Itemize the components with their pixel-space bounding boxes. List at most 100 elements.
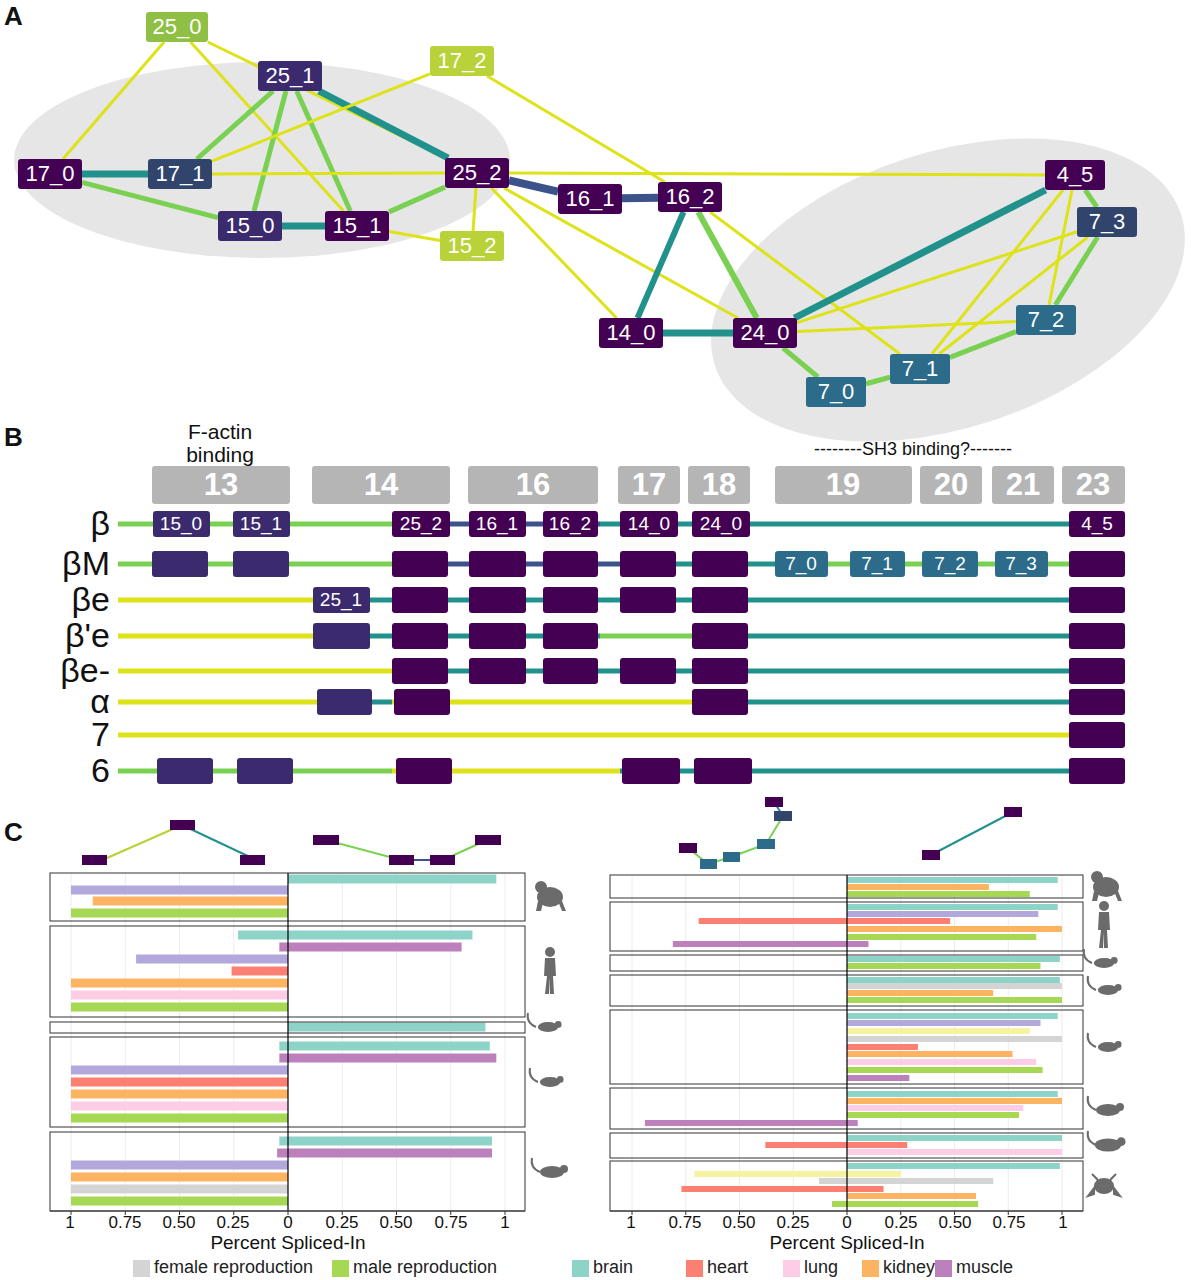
exon-box: 14_0 bbox=[620, 511, 678, 537]
exon-box: 25_2 bbox=[392, 511, 450, 537]
exon-box bbox=[1069, 551, 1125, 577]
node-label: 25_1 bbox=[320, 589, 362, 611]
node-label: 25_0 bbox=[153, 14, 202, 40]
exon-box bbox=[620, 658, 676, 684]
correlation-edge bbox=[509, 173, 1045, 175]
psi-bar bbox=[847, 1098, 1062, 1104]
correlation-edge bbox=[254, 91, 286, 211]
psi-bar bbox=[847, 1067, 1043, 1073]
axis-label: 1 bbox=[1058, 1214, 1067, 1233]
exon-box bbox=[620, 551, 676, 577]
legend-swatch bbox=[935, 1260, 952, 1277]
correlation-edge bbox=[698, 212, 756, 318]
psi-bar bbox=[847, 1112, 1019, 1118]
cluster-region bbox=[672, 83, 1191, 497]
exon-box: 25_1 bbox=[313, 587, 370, 613]
axis-label: 0.25 bbox=[776, 1214, 809, 1233]
axis-label: 0.25 bbox=[216, 1214, 249, 1233]
psi-bar bbox=[847, 1142, 907, 1148]
exon-box bbox=[1069, 722, 1125, 748]
axis-label: Percent Spliced-In bbox=[769, 1233, 924, 1254]
node-label: 18 bbox=[702, 467, 736, 503]
node-label: 24_0 bbox=[700, 513, 742, 535]
exon-box bbox=[469, 658, 526, 684]
node-label: 16_1 bbox=[476, 513, 518, 535]
exon-box bbox=[317, 689, 372, 715]
correlation-edge bbox=[282, 223, 325, 230]
exon-box bbox=[622, 758, 680, 784]
isoform-name: βM bbox=[62, 545, 110, 582]
exon-box bbox=[475, 835, 501, 845]
network-node: 14_0 bbox=[599, 318, 663, 348]
exon-box bbox=[723, 852, 740, 862]
correlation-edge bbox=[663, 330, 733, 337]
legend-text: female reproduction bbox=[154, 1257, 313, 1278]
isoform-name: β'e bbox=[65, 617, 110, 654]
psi-bar bbox=[847, 983, 1062, 989]
psi-bar bbox=[645, 1120, 847, 1126]
exon-box bbox=[1069, 623, 1125, 649]
correlation-edge bbox=[191, 42, 344, 211]
legend-swatch bbox=[686, 1260, 703, 1277]
psi-bar bbox=[277, 1149, 288, 1158]
axis-label: 1 bbox=[65, 1214, 74, 1233]
exon-box bbox=[392, 587, 448, 613]
correlation-edge bbox=[710, 212, 900, 354]
node-label: 15_0 bbox=[226, 213, 275, 239]
exon-header: 18 bbox=[688, 466, 750, 504]
exon-box bbox=[543, 623, 598, 649]
species-icon bbox=[1098, 901, 1110, 948]
legend-swatch bbox=[332, 1260, 349, 1277]
psi-bar bbox=[847, 1044, 918, 1050]
species-icon bbox=[530, 1068, 564, 1087]
exon-box: 7_2 bbox=[922, 551, 978, 577]
exon-box bbox=[152, 551, 208, 577]
psi-bar bbox=[71, 1066, 288, 1075]
node-label: 20 bbox=[934, 467, 968, 503]
correlation-edge bbox=[622, 194, 658, 203]
cluster-region bbox=[14, 62, 510, 258]
psi-bar bbox=[71, 1185, 288, 1194]
psi-bar bbox=[71, 1102, 288, 1111]
panel-letter: A bbox=[4, 2, 23, 31]
exon-box bbox=[700, 859, 717, 869]
psi-bar bbox=[847, 1193, 976, 1199]
transcript-line bbox=[118, 598, 313, 603]
psi-bar bbox=[847, 904, 1058, 910]
psi-bar bbox=[288, 1054, 496, 1063]
exon-box bbox=[694, 758, 752, 784]
correlation-edge bbox=[1085, 190, 1097, 207]
network-node: 7_0 bbox=[806, 377, 866, 407]
network-node: 15_0 bbox=[218, 211, 282, 241]
correlation-edge bbox=[63, 42, 164, 159]
psi-bar bbox=[847, 1178, 993, 1184]
psi-bar bbox=[699, 918, 847, 924]
network-node: 15_2 bbox=[440, 231, 504, 261]
network-node: 25_1 bbox=[258, 61, 322, 91]
node-label: 7_3 bbox=[1089, 209, 1126, 235]
species-icon bbox=[1088, 1033, 1122, 1052]
psi-bar bbox=[847, 926, 1062, 932]
transcript-line bbox=[118, 733, 1069, 738]
exon-box: 7_0 bbox=[775, 551, 828, 577]
psi-bar bbox=[71, 909, 288, 918]
exon-box bbox=[692, 551, 748, 577]
grid-line bbox=[71, 873, 72, 1211]
network-node: 7_2 bbox=[1016, 305, 1076, 335]
exon-box bbox=[679, 843, 697, 853]
node-label: 14_0 bbox=[607, 320, 656, 346]
exon-box bbox=[430, 855, 455, 865]
exon-header: 14 bbox=[312, 466, 450, 504]
transcript-line bbox=[370, 700, 392, 705]
psi-bar bbox=[847, 1201, 978, 1207]
exon-box bbox=[692, 587, 748, 613]
network-node: 17_0 bbox=[18, 159, 82, 189]
exon-box bbox=[469, 551, 526, 577]
psi-bar bbox=[847, 918, 950, 924]
psi-bar bbox=[847, 1105, 1023, 1111]
exon-header: 20 bbox=[920, 466, 982, 504]
isoform-name: α bbox=[90, 683, 110, 720]
axis-label: 0.75 bbox=[108, 1214, 141, 1233]
psi-bar bbox=[847, 941, 869, 947]
node-label: 7_0 bbox=[818, 379, 855, 405]
